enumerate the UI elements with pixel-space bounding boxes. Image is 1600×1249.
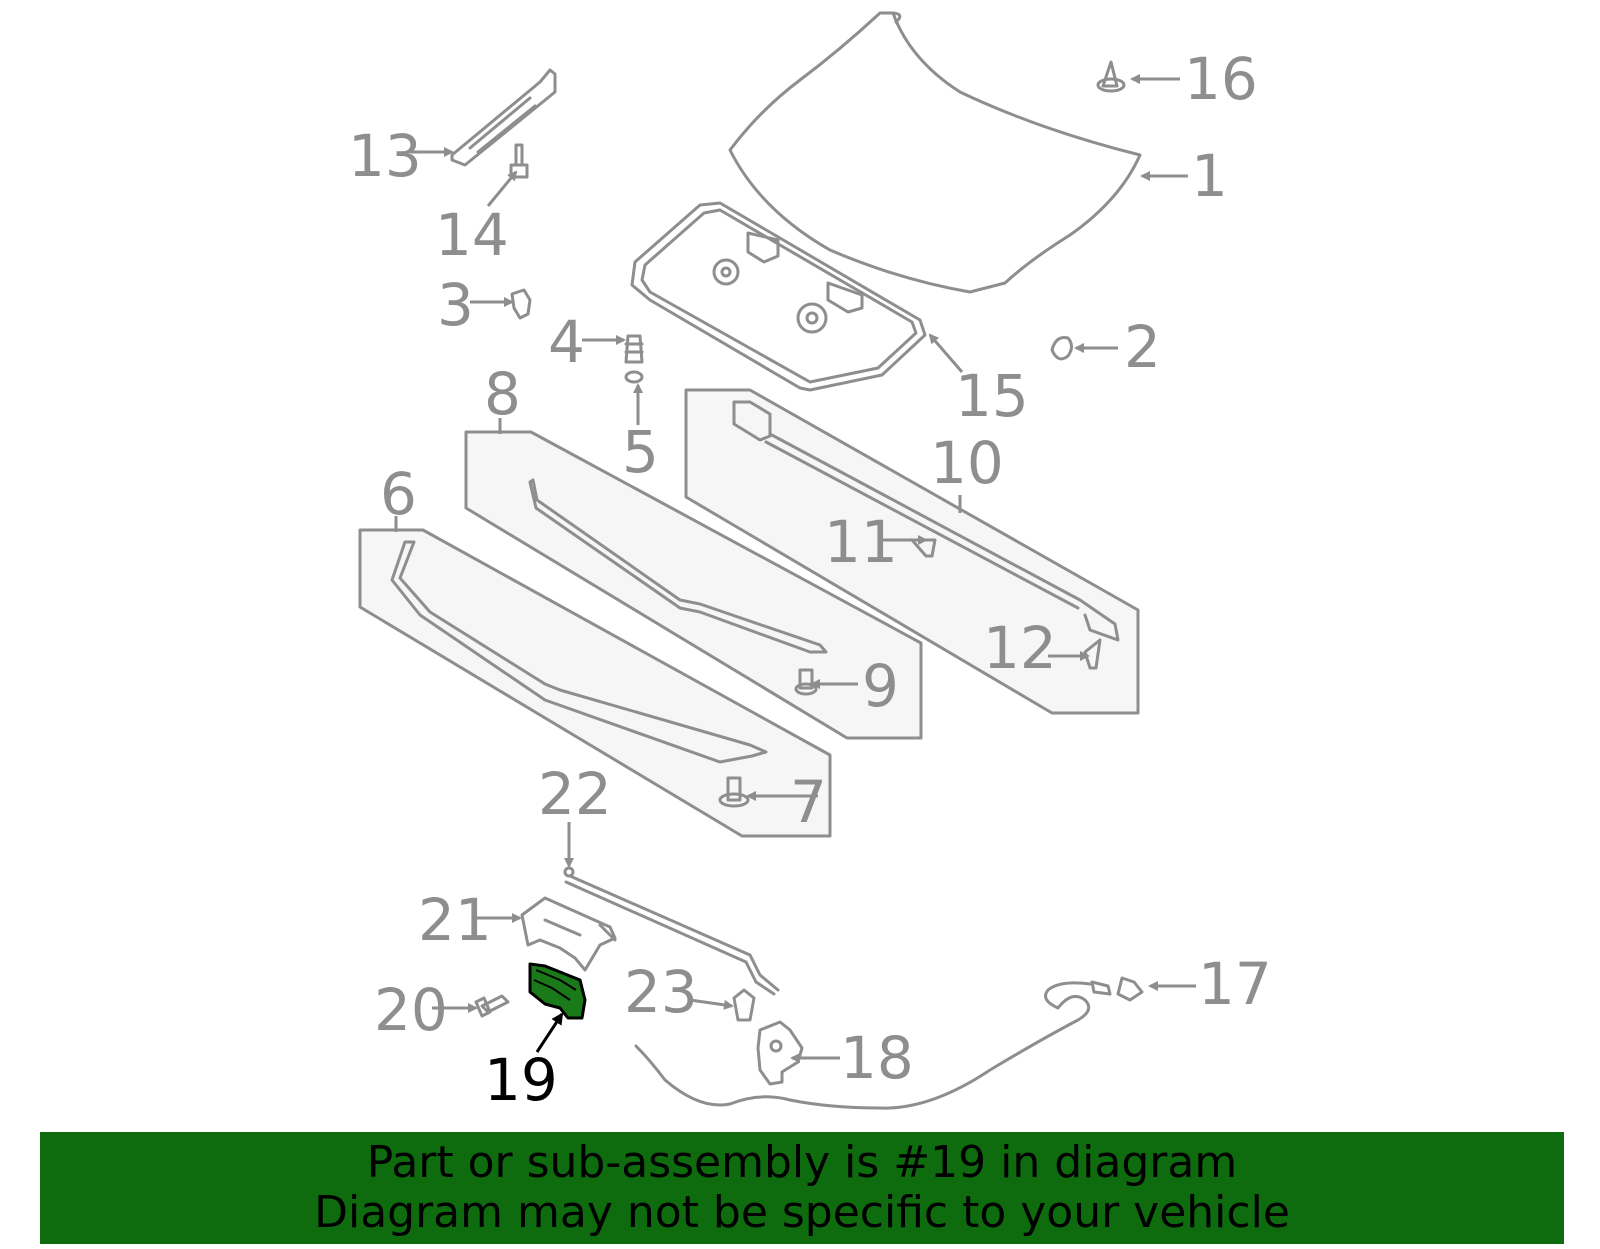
callout-12[interactable]: 12 [983, 614, 1057, 682]
callout-labels: 1 2 3 4 5 6 7 8 9 10 11 12 13 14 15 16 1… [348, 45, 1272, 1114]
callout-4[interactable]: 4 [548, 308, 585, 376]
seal-panel-6[interactable] [358, 528, 832, 838]
bumper-4[interactable] [624, 334, 644, 364]
callout-10[interactable]: 10 [930, 429, 1004, 497]
callout-6[interactable]: 6 [380, 460, 417, 528]
support-rod[interactable] [563, 866, 780, 996]
hood-insulator[interactable] [630, 201, 927, 392]
callout-14[interactable]: 14 [435, 201, 509, 269]
callout-2[interactable]: 2 [1124, 313, 1161, 381]
banner-line-2: Diagram may not be specific to your vehi… [314, 1187, 1290, 1238]
rod-holder[interactable] [520, 896, 617, 972]
callout-23[interactable]: 23 [624, 958, 698, 1026]
callout-21[interactable]: 21 [418, 886, 492, 954]
banner-line-1: Part or sub-assembly is #19 in diagram [366, 1137, 1238, 1188]
callout-3[interactable]: 3 [437, 271, 474, 339]
callout-15[interactable]: 15 [955, 362, 1029, 430]
callout-5[interactable]: 5 [622, 418, 659, 486]
release-cable[interactable] [634, 976, 1144, 1110]
seal-panel-10[interactable] [684, 388, 1140, 715]
callout-13[interactable]: 13 [348, 122, 422, 190]
hood-latch[interactable] [756, 1020, 804, 1086]
part-19-highlighted[interactable] [528, 962, 587, 1020]
leader-lines [394, 74, 1196, 1063]
clip-23[interactable] [732, 988, 756, 1022]
hood-panel[interactable] [728, 11, 1142, 294]
callout-11[interactable]: 11 [824, 508, 898, 576]
callout-8[interactable]: 8 [484, 360, 521, 428]
bolt-20[interactable] [474, 994, 510, 1018]
hinge-bolt[interactable] [509, 143, 529, 179]
clip-12[interactable] [1083, 638, 1102, 670]
callout-17[interactable]: 17 [1198, 950, 1272, 1018]
clip-3[interactable] [510, 288, 532, 320]
callout-19[interactable]: 19 [484, 1046, 558, 1114]
clip-2[interactable] [1050, 336, 1073, 361]
seal-panel-8[interactable] [464, 430, 923, 740]
hood-hinge[interactable] [450, 68, 557, 167]
callout-22[interactable]: 22 [538, 760, 612, 828]
callout-1[interactable]: 1 [1191, 142, 1228, 210]
callout-18[interactable]: 18 [840, 1024, 914, 1092]
callout-20[interactable]: 20 [374, 976, 448, 1044]
callout-9[interactable]: 9 [862, 652, 899, 720]
hood-bumper-16[interactable] [1096, 60, 1126, 93]
info-banner: Part or sub-assembly is #19 in diagram D… [40, 1132, 1564, 1244]
callout-16[interactable]: 16 [1184, 45, 1258, 113]
washer-5[interactable] [624, 370, 644, 384]
callout-7[interactable]: 7 [790, 768, 827, 836]
